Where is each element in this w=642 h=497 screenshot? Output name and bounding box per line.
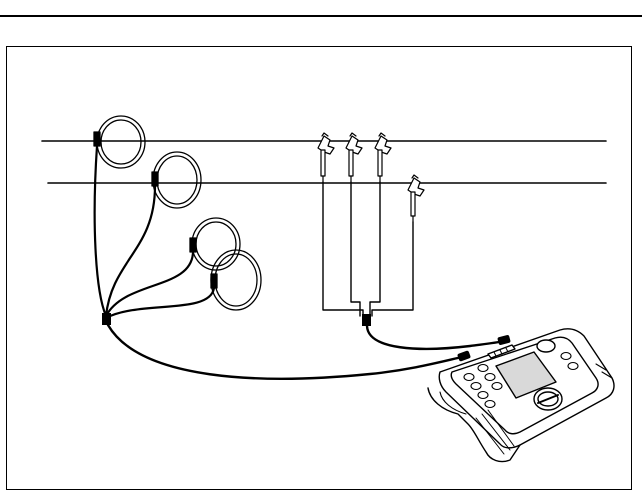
flex-probe-2 — [152, 152, 201, 208]
current-main-cable — [108, 325, 462, 379]
power-quality-analyzer — [428, 329, 614, 462]
current-connector — [457, 350, 471, 362]
analyzer-nav-pad — [537, 340, 555, 352]
voltage-connector — [497, 335, 511, 346]
flex-probe-3 — [190, 218, 240, 270]
current-junction — [102, 313, 111, 325]
flex-probe-1 — [94, 116, 145, 168]
voltage-main-cable — [367, 326, 504, 349]
voltage-clip-4 — [408, 175, 424, 222]
voltage-leads — [323, 182, 413, 316]
voltage-junction — [362, 314, 371, 326]
